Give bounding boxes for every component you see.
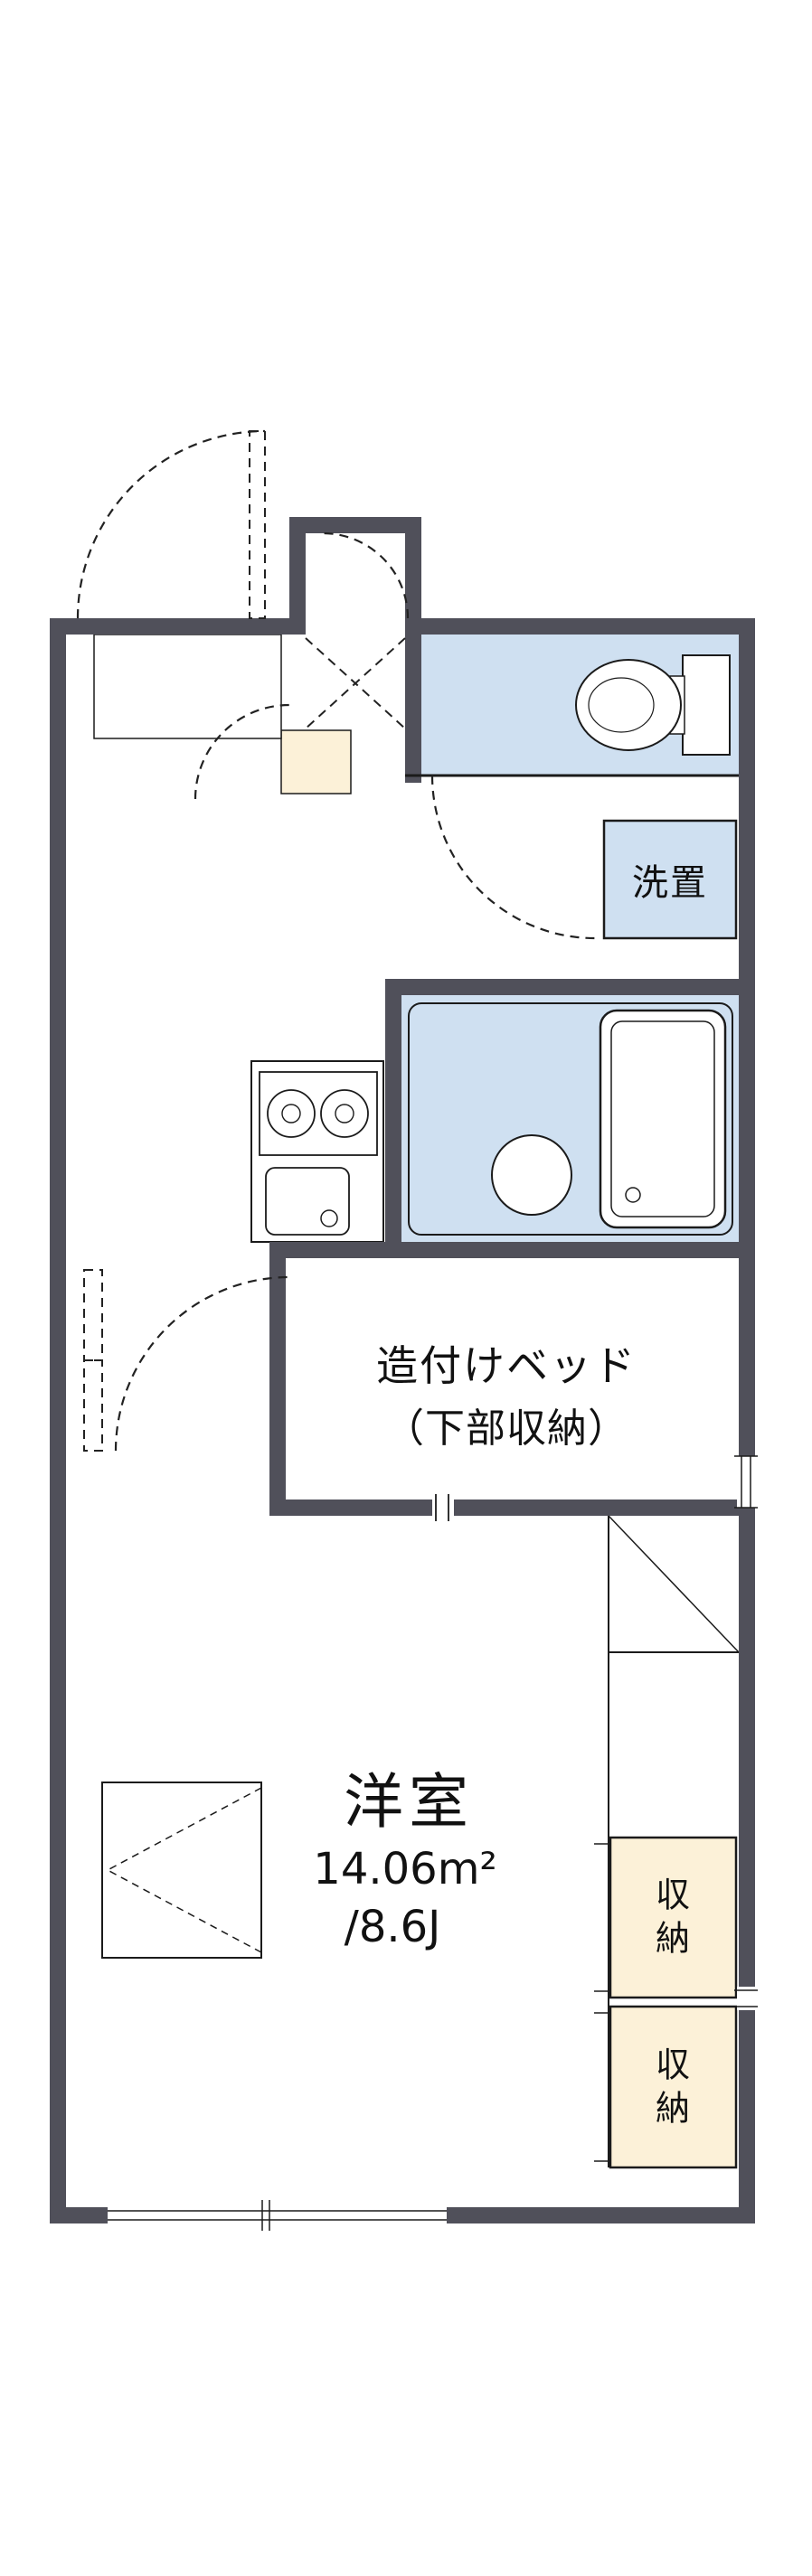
bathtub-inner-rim	[610, 1020, 715, 1217]
wall-bed-top	[269, 1242, 755, 1258]
burner-left-inner-icon	[281, 1104, 301, 1123]
toilet-bowl-inner	[588, 677, 655, 733]
shoe-cabinet	[93, 634, 282, 739]
bathtub-drain-icon	[625, 1187, 641, 1203]
room-area-m2-label: 14.06m²	[313, 1844, 497, 1894]
burner-left-icon	[267, 1089, 316, 1138]
kitchen-sink	[265, 1167, 350, 1236]
room-name-label: 洋室	[344, 1767, 474, 1837]
wall-top-right	[421, 618, 755, 635]
toilet-door-swing-arc	[430, 775, 596, 940]
burner-right-icon	[320, 1089, 369, 1138]
room-door-leaf-upper	[83, 1269, 103, 1361]
wall-right	[739, 618, 755, 2223]
closet-upper-box	[609, 1836, 738, 1999]
wall-toilet-left	[405, 618, 421, 783]
closet-lower-box	[609, 2005, 738, 2169]
wall-left	[50, 618, 66, 2223]
entrance-door-leaf	[249, 430, 266, 619]
entry-inner-door-swing-arc	[194, 703, 290, 800]
wall-bath-left	[385, 979, 401, 1258]
bath-stool-icon	[491, 1134, 572, 1216]
built-in-bed-label-line1: 造付けベッド	[376, 1341, 637, 1390]
closet-lower-label: 収納	[655, 2045, 690, 2129]
window-right-gap	[737, 1456, 757, 1508]
room-door-swing-arc	[114, 1275, 290, 1452]
wall-porch-right	[405, 517, 421, 635]
room-door-leaf-lower	[83, 1359, 103, 1452]
bathtub	[599, 1009, 727, 1229]
laundry-space-box	[602, 819, 738, 940]
entrance-door-swing-arc	[76, 429, 266, 619]
porch-door-swing-arc	[322, 531, 410, 619]
burner-right-inner-icon	[335, 1104, 354, 1123]
wall-bath-top	[385, 979, 755, 995]
entry-step	[280, 729, 352, 794]
built-in-bed-label-line2: （下部収納）	[384, 1406, 628, 1452]
bay-unit-box	[101, 1782, 262, 1959]
wall-bed-bottom	[269, 1500, 755, 1516]
wall-porch-top	[289, 517, 421, 533]
bay-unit-dash-bottom	[107, 1869, 262, 1953]
wall-break-right-gap	[737, 1987, 757, 2010]
wall-top-left	[50, 618, 289, 635]
closet-upper-label: 収納	[655, 1875, 690, 1959]
fridge-space-diagonal	[608, 1515, 740, 1653]
stove-top	[259, 1071, 378, 1156]
unit-bath-outline	[408, 1002, 733, 1236]
toilet-tank	[682, 654, 731, 756]
wall-porch-left	[289, 517, 306, 635]
kitchen-counter	[250, 1060, 384, 1243]
sink-drain-icon	[320, 1209, 338, 1227]
laundry-space-label: 洗置	[632, 862, 708, 904]
wall-bed-left	[269, 1242, 286, 1516]
toilet-bowl	[575, 659, 682, 751]
window-bottom-gap	[108, 2205, 447, 2225]
room-area-tatami-label: /8.6J	[344, 1902, 441, 1952]
entry-cross-dash-2	[305, 637, 406, 729]
bay-unit-dash-top	[107, 1787, 262, 1871]
